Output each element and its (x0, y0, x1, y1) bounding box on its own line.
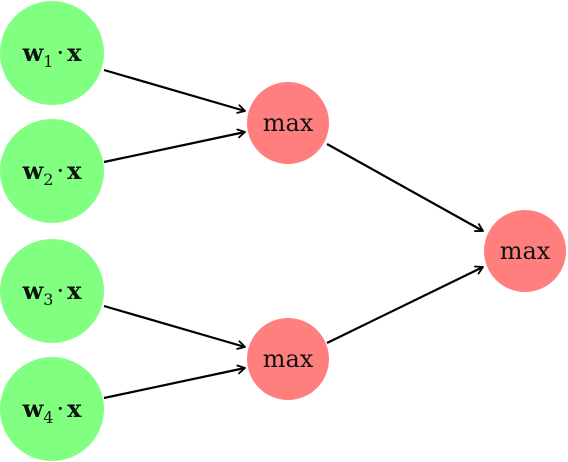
edge-input2-to-max1 (103, 128, 246, 164)
max-node-1-label: max (263, 109, 314, 137)
max-node-1: max (247, 82, 329, 164)
input-2-sub: 2 (43, 170, 53, 189)
input-2-x: x (67, 156, 82, 185)
input-3-dot: · (56, 277, 64, 305)
max-node-3-label: max (500, 237, 551, 265)
input-3-sub: 3 (43, 290, 53, 309)
input-1-dot: · (56, 39, 64, 67)
input-3-w: w (22, 276, 45, 305)
input-4-dot: · (56, 395, 64, 423)
input-1-sub: 1 (43, 52, 53, 71)
edge-input3-to-max2 (103, 304, 246, 350)
input-3-x: x (67, 276, 82, 305)
max-node-2-label: max (263, 345, 314, 373)
svg-text:w2·x: w2·x (22, 156, 83, 189)
input-2-w: w (22, 156, 45, 185)
input-node-1: w1·x (0, 1, 104, 105)
input-4-w: w (22, 394, 45, 423)
input-1-x: x (67, 38, 82, 67)
input-node-4: w4·x (0, 357, 104, 461)
input-1-w: w (22, 38, 45, 67)
svg-text:w4·x: w4·x (22, 394, 83, 427)
edge-input1-to-max1 (103, 68, 246, 114)
svg-text:w3·x: w3·x (22, 276, 83, 309)
input-2-dot: · (56, 157, 64, 185)
edge-input4-to-max2 (103, 364, 246, 400)
input-4-sub: 4 (43, 408, 53, 427)
input-node-2: w2·x (0, 119, 104, 223)
svg-text:w1·x: w1·x (22, 38, 83, 71)
max-node-3: max (484, 210, 566, 292)
edge-max2-to-max3 (326, 265, 484, 344)
max-node-2: max (247, 318, 329, 400)
input-4-x: x (67, 394, 82, 423)
edge-max1-to-max3 (326, 143, 484, 232)
input-node-3: w3·x (0, 239, 104, 343)
